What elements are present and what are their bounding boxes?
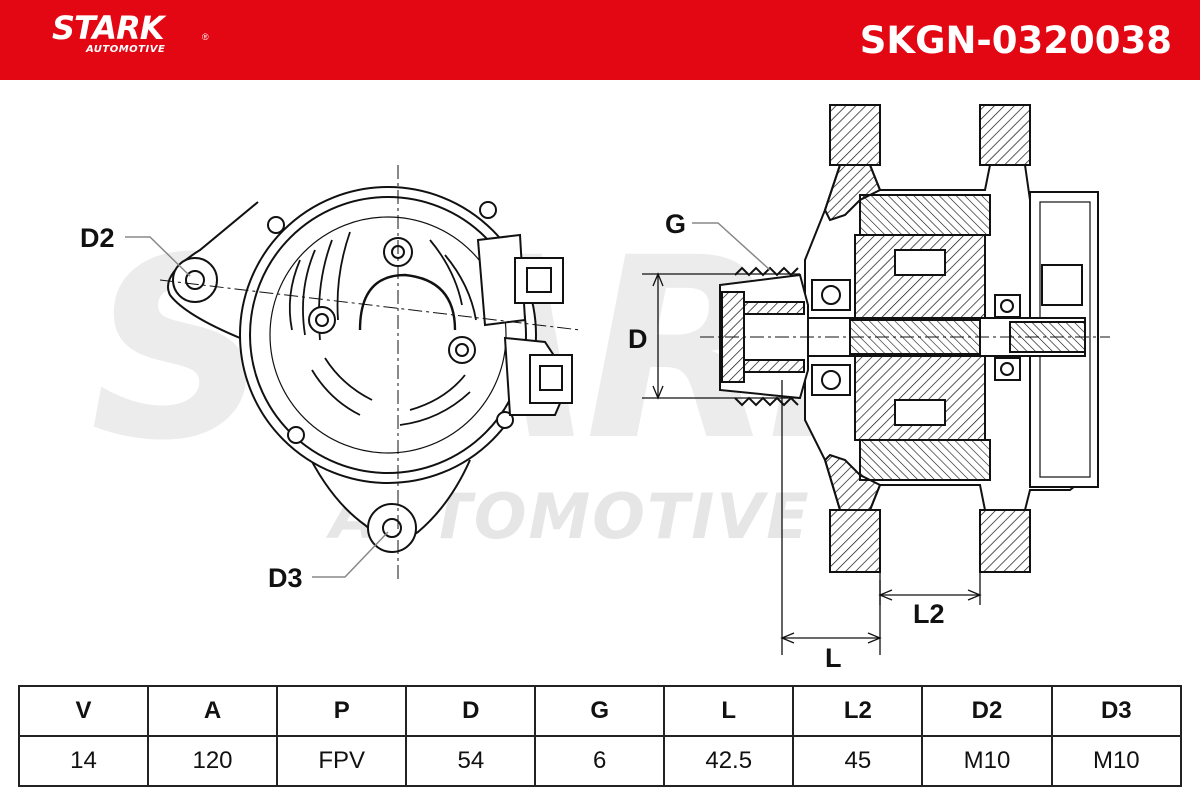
spec-header-g: G [534, 685, 666, 737]
d3-callout: D3 [268, 531, 389, 593]
spec-header-l2: L2 [792, 685, 924, 737]
g-callout: G [665, 209, 771, 271]
spec-value-g: 6 [534, 735, 666, 787]
l-dimension [780, 380, 882, 655]
spec-value-v: 14 [18, 735, 149, 787]
spec-value-l: 42.5 [663, 735, 795, 787]
brand-logo: STARK ® AUTOMOTIVE [52, 9, 209, 55]
spec-header-row: V A P D G L L2 D2 D3 [18, 685, 1183, 737]
header-bar: STARK ® AUTOMOTIVE SKGN-0320038 [0, 0, 1200, 80]
g-label: G [665, 209, 686, 239]
spec-value-d2: M10 [921, 735, 1053, 787]
spec-header-a: A [146, 685, 279, 737]
d2-callout: D2 [80, 223, 191, 277]
l2-dimension [878, 510, 982, 605]
spec-header-l: L [663, 685, 795, 737]
d-dimension [642, 272, 800, 400]
section-view [700, 104, 1110, 573]
l2-label: L2 [913, 599, 945, 629]
spec-value-d: 54 [405, 735, 537, 787]
brand-subtitle: AUTOMOTIVE [86, 44, 166, 55]
spec-header-d3: D3 [1050, 685, 1183, 737]
d-label: D [628, 324, 648, 354]
part-number: SKGN-0320038 [859, 19, 1172, 62]
spec-value-d3: M10 [1050, 735, 1183, 787]
spec-header-d: D [405, 685, 537, 737]
spec-header-d2: D2 [921, 685, 1053, 737]
spec-value-row: 14 120 FPV 54 6 42.5 45 M10 M10 [18, 735, 1183, 787]
spec-value-l2: 45 [792, 735, 924, 787]
l-label: L [825, 643, 842, 673]
spec-header-v: V [18, 685, 149, 737]
front-view [159, 165, 581, 580]
brand-registered-mark: ® [202, 32, 209, 42]
spec-table: V A P D G L L2 D2 D3 14 120 FPV 54 6 42.… [18, 685, 1183, 787]
spec-header-p: P [276, 685, 408, 737]
spec-value-p: FPV [276, 735, 408, 787]
spec-value-a: 120 [146, 735, 279, 787]
brand-name: STARK [52, 9, 165, 47]
alternator-drawing: D2 D3 [80, 104, 1110, 673]
d2-label: D2 [80, 223, 115, 253]
d3-label: D3 [268, 563, 303, 593]
